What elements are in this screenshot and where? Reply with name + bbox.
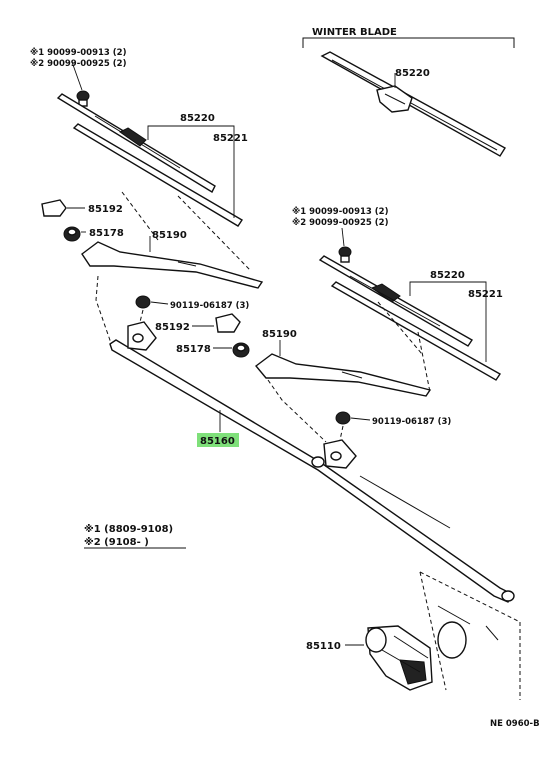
legend-line-2: ※2 (9108- ) [84,536,149,548]
label-85221-right: 85221 [468,289,503,300]
motor-85110[interactable] [365,571,521,700]
note-a-line1: ※1 90099-00913 (2) [30,47,127,58]
right-blade-screw[interactable] [338,246,352,263]
label-85190-right: 85190 [262,329,297,340]
left-cap-85192[interactable] [41,199,67,217]
label-85160: 85160 [200,436,235,447]
winter-blade-85220[interactable] [320,51,506,157]
label-85178-left: 85178 [89,228,124,239]
right-arm-85190[interactable] [254,353,432,397]
label-85192-mid: 85192 [155,322,190,333]
middle-fasteners: 90119-06187 (3) 85192 85178 [135,295,250,358]
label-85221-left: 85221 [213,133,248,144]
note-b-line1: ※1 90099-00913 (2) [292,206,389,217]
label-85160-highlight [197,433,239,447]
figure-code: NE 0960-B [490,719,540,729]
left-nut-85178[interactable] [63,226,81,242]
note-b-line2: ※2 90099-00925 (2) [292,217,389,228]
label-90119-right: 90119-06187 (3) [372,417,451,427]
label-85110: 85110 [306,641,341,652]
label-85220-winter: 85220 [395,68,430,79]
label-90119-left: 90119-06187 (3) [170,301,249,311]
winter-blade-group: WINTER BLADE 85220 [302,27,515,157]
right-arm-group: 85190 90119-06187 (3) [254,329,451,443]
right-blade-group: ※1 90099-00913 (2) ※2 90099-00925 (2) 85… [292,206,503,393]
right-blade-85220[interactable] [318,255,473,347]
mid-nut-85178[interactable] [232,342,250,358]
winter-blade-title: WINTER BLADE [312,27,397,38]
left-blade-85220[interactable] [56,93,216,193]
label-85220-right: 85220 [430,270,465,281]
label-85178-mid: 85178 [176,344,211,355]
linkage-85160[interactable] [109,321,515,603]
left-arm-85190[interactable] [81,241,264,289]
right-blade-insert-85221[interactable] [330,281,502,381]
left-blade-insert-85221[interactable] [72,123,243,227]
label-85220-left: 85220 [180,113,215,124]
left-arm-group: 85192 85178 85190 [41,191,264,347]
note-a-line2: ※2 90099-00925 (2) [30,58,127,69]
date-legend: ※1 (8809-9108) ※2 (9108- ) [84,523,186,549]
legend-line-1: ※1 (8809-9108) [84,523,173,535]
label-85192-left: 85192 [88,204,123,215]
mid-cap-85192[interactable] [215,313,241,333]
left-blade-group: ※1 90099-00913 (2) ※2 90099-00925 (2) 85… [30,47,248,227]
right-bolt-90119[interactable] [335,411,351,425]
label-85190-left: 85190 [152,230,187,241]
left-bolt-90119[interactable] [135,295,151,309]
